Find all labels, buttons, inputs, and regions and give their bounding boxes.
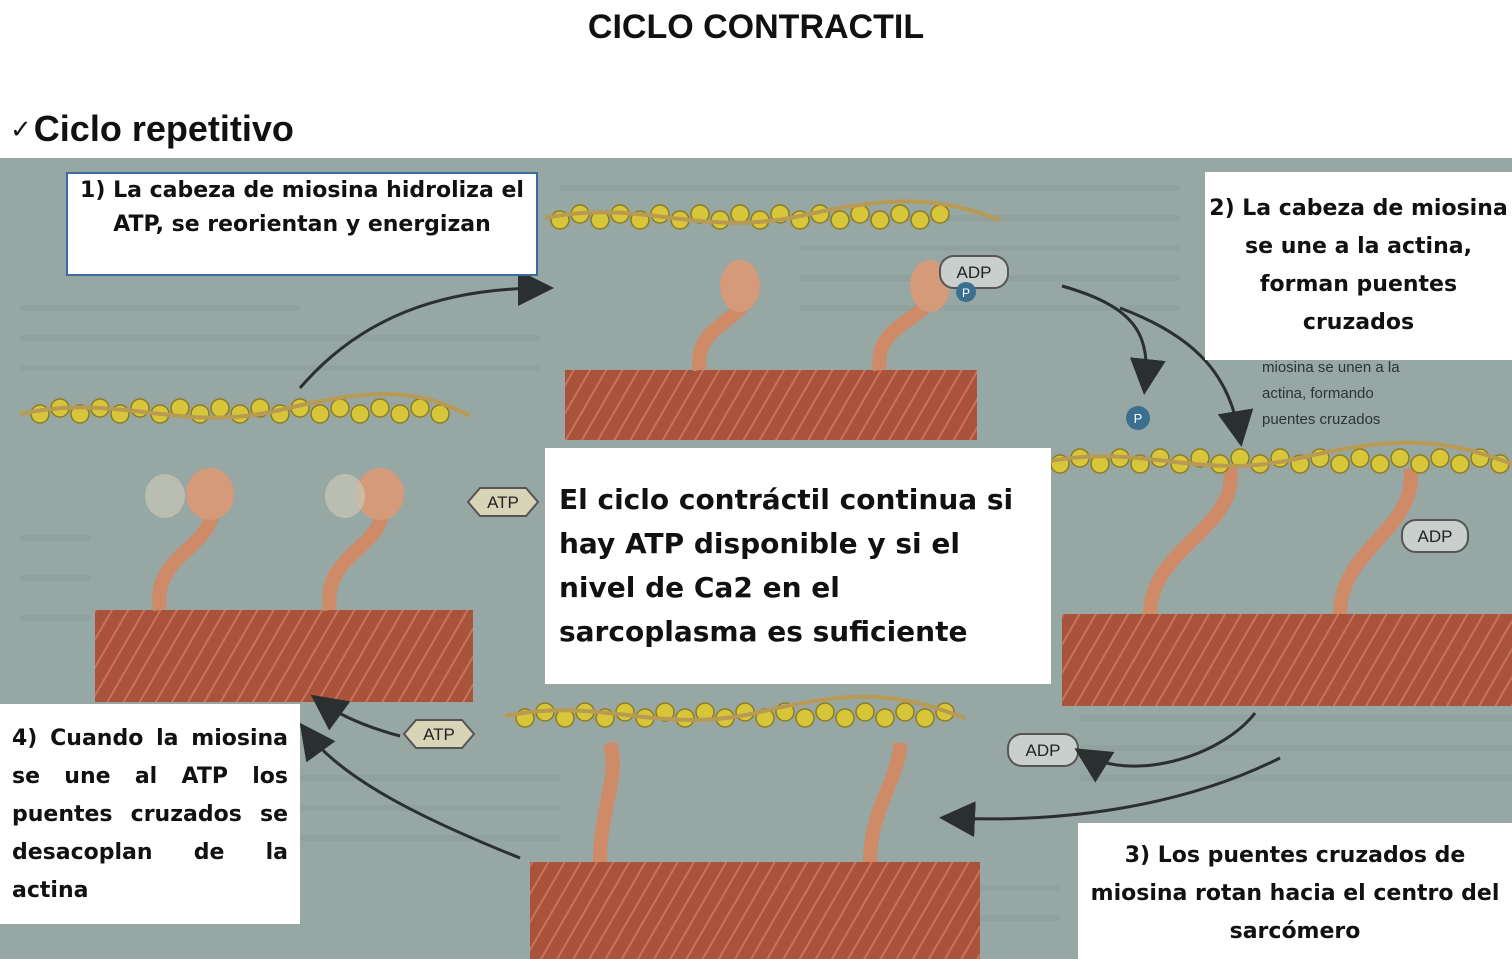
cycle-arrows: [298, 270, 1281, 860]
svg-text:ATP: ATP: [487, 493, 519, 512]
subtitle: ✓ Ciclo repetitivo: [10, 108, 294, 150]
thick-filament: [565, 370, 977, 440]
arrow-atp-binding: [310, 694, 401, 738]
center-note: El ciclo contráctil continua si hay ATP …: [545, 448, 1051, 684]
thick-filament: [1062, 614, 1512, 706]
adp-badge: ADP: [1401, 519, 1469, 553]
thick-filament: [95, 610, 473, 702]
actin-filament: [30, 398, 450, 424]
svg-text:ADP: ADP: [1418, 527, 1453, 546]
checkmark-icon: ✓: [10, 113, 32, 144]
svg-text:ATP: ATP: [423, 725, 455, 744]
atp-badge: ATP: [402, 719, 476, 749]
step-1-caption: 1) La cabeza de miosina hidroliza el ATP…: [66, 172, 538, 276]
myosin-head: [186, 468, 234, 520]
svg-text:ADP: ADP: [1026, 741, 1061, 760]
atp-badge: ATP: [466, 487, 540, 517]
svg-text:P: P: [962, 286, 970, 300]
arrow-1-to-2: [298, 270, 554, 389]
adp-badge: ADP: [1007, 733, 1079, 767]
myosin-head: [720, 260, 760, 312]
svg-text:puentes cruzados: puentes cruzados: [1262, 411, 1380, 428]
svg-text:miosina se unen a la: miosina se unen a la: [1262, 359, 1400, 376]
page-title: CICLO CONTRACTIL: [587, 8, 925, 46]
arrow-2-p-release: [1061, 284, 1166, 395]
step-4-caption: 4) Cuando la miosina se une al ATP los p…: [0, 704, 300, 924]
arrow-adp-release: [1074, 712, 1257, 783]
myosin-unit-top: ADP P: [544, 199, 1009, 440]
phosphate-icon: P: [1126, 406, 1150, 430]
printed-caption: miosina se unen a la actina, formando pu…: [1262, 359, 1400, 428]
arrow-4-to-1: [299, 722, 521, 860]
step-2-caption: 2) La cabeza de miosina se une a la acti…: [1205, 172, 1512, 360]
svg-text:P: P: [1134, 411, 1143, 426]
subtitle-text: Ciclo repetitivo: [33, 108, 294, 149]
step-3-caption: 3) Los puentes cruzados de miosina rotan…: [1078, 823, 1512, 959]
svg-text:actina, formando: actina, formando: [1262, 385, 1374, 402]
myosin-unit-right: ADP P miosina se unen a la actina, forma…: [1044, 359, 1512, 706]
thick-filament: [530, 862, 980, 959]
arrow-3-to-4: [939, 756, 1281, 838]
phosphate-icon: P: [956, 282, 976, 302]
myosin-unit-bottom: ATP ADP: [402, 694, 1079, 959]
figure-drawing: ADP P: [19, 185, 1512, 959]
adp-badge: ADP: [939, 255, 1009, 289]
svg-text:ADP: ADP: [957, 263, 992, 282]
myosin-head: [356, 468, 404, 520]
myosin-unit-left: ATP: [19, 392, 540, 702]
arrow-2-to-3: [1119, 306, 1254, 447]
